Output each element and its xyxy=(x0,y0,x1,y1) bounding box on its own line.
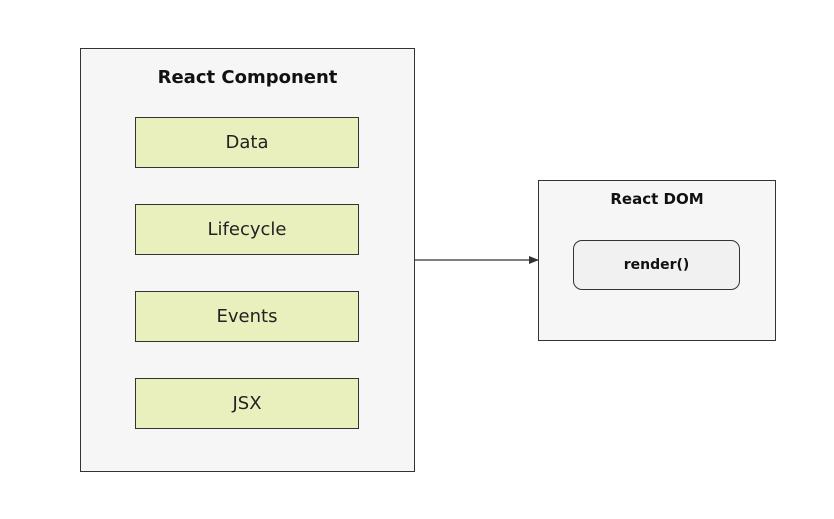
step-data-label: Data xyxy=(225,132,269,153)
step-lifecycle-label: Lifecycle xyxy=(207,219,287,240)
step-data: Data xyxy=(135,117,359,168)
react-dom-title: React DOM xyxy=(610,190,704,208)
render-method-label: render() xyxy=(623,257,690,273)
render-method-node: render() xyxy=(573,240,740,290)
react-component-title: React Component xyxy=(157,67,338,88)
step-events: Events xyxy=(135,291,359,342)
step-lifecycle: Lifecycle xyxy=(135,204,359,255)
step-events-label: Events xyxy=(216,306,278,327)
step-jsx-label: JSX xyxy=(232,393,262,414)
step-jsx: JSX xyxy=(135,378,359,429)
